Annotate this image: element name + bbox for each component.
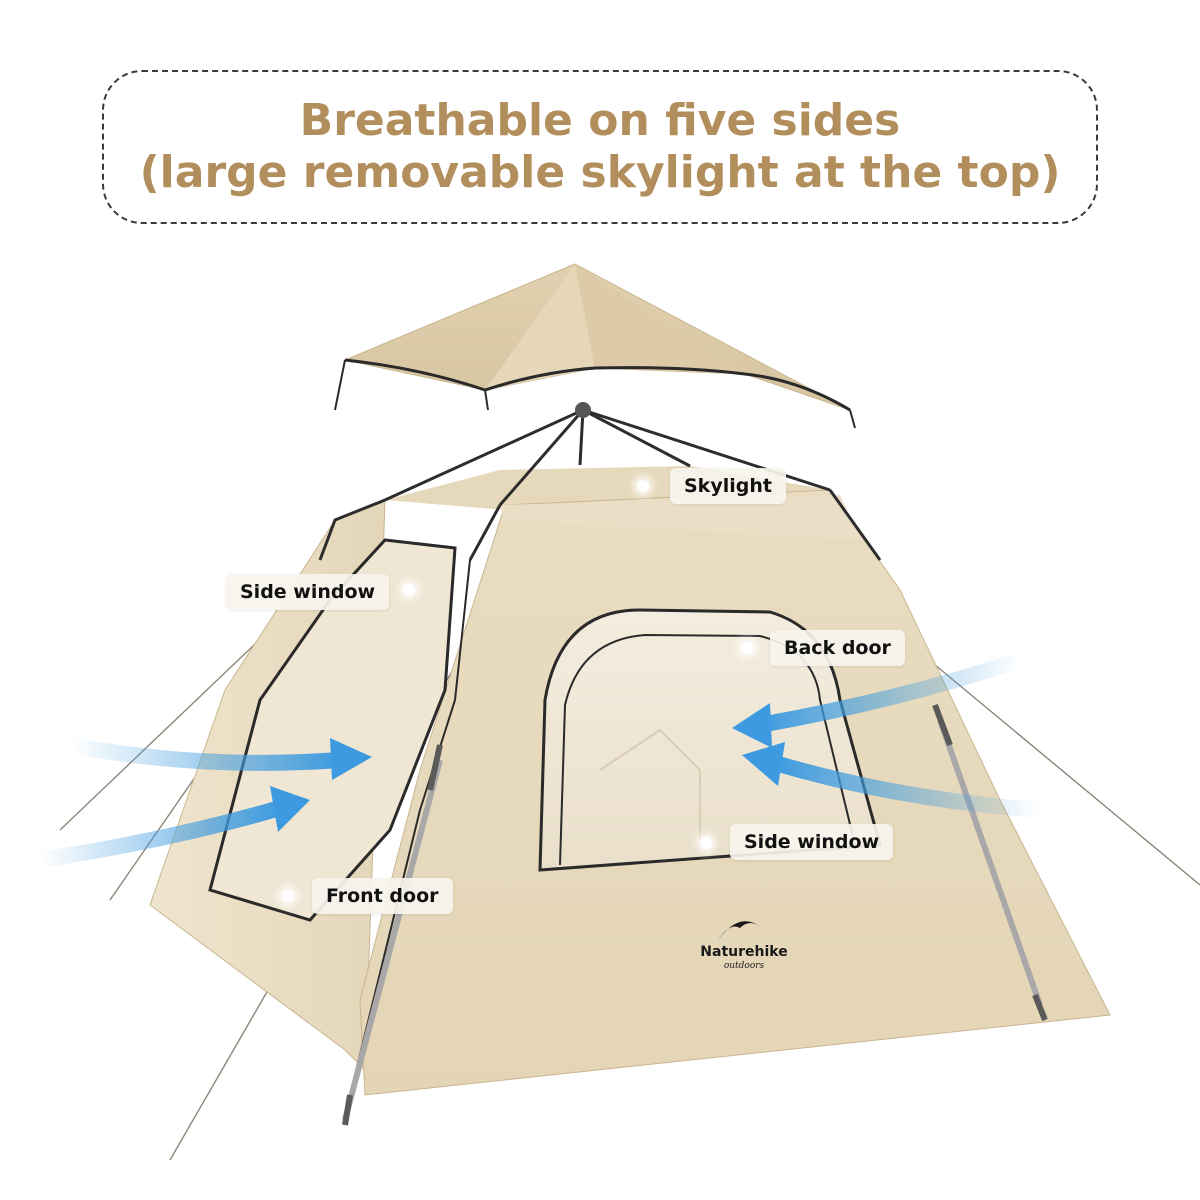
frame-poles xyxy=(318,408,882,561)
airflow-arrow-icon xyxy=(742,742,1048,818)
brand-name: Naturehike xyxy=(700,944,788,960)
brand-sub: outdoors xyxy=(723,961,765,971)
naturehike-logo-icon xyxy=(718,921,762,940)
callout-dot-icon xyxy=(700,837,712,849)
label-side-window-right: Side window xyxy=(730,824,894,860)
title-line-1: Breathable on five sides xyxy=(299,95,901,146)
label-back-door: Back door xyxy=(770,630,905,666)
title-line-2: (large removable skylight at the top) xyxy=(139,147,1061,198)
brand-logo: Naturehike outdoors xyxy=(694,918,794,988)
skylight-roof xyxy=(334,263,856,429)
back-door xyxy=(538,608,882,872)
airflow-arrow-icon xyxy=(732,652,1028,748)
label-side-window-left: Side window xyxy=(226,574,390,610)
title-banner: Breathable on five sides (large removabl… xyxy=(102,70,1098,224)
label-front-door: Front door xyxy=(312,878,453,914)
label-skylight: Skylight xyxy=(670,468,786,504)
callout-dot-icon xyxy=(282,890,294,902)
callout-dot-icon xyxy=(637,480,649,492)
tent-legs xyxy=(342,719,1043,1121)
airflow-arrow-icon xyxy=(62,737,372,780)
callout-dot-icon xyxy=(403,584,415,596)
airflow-arrow-icon xyxy=(32,786,310,868)
callout-dot-icon xyxy=(741,642,753,654)
